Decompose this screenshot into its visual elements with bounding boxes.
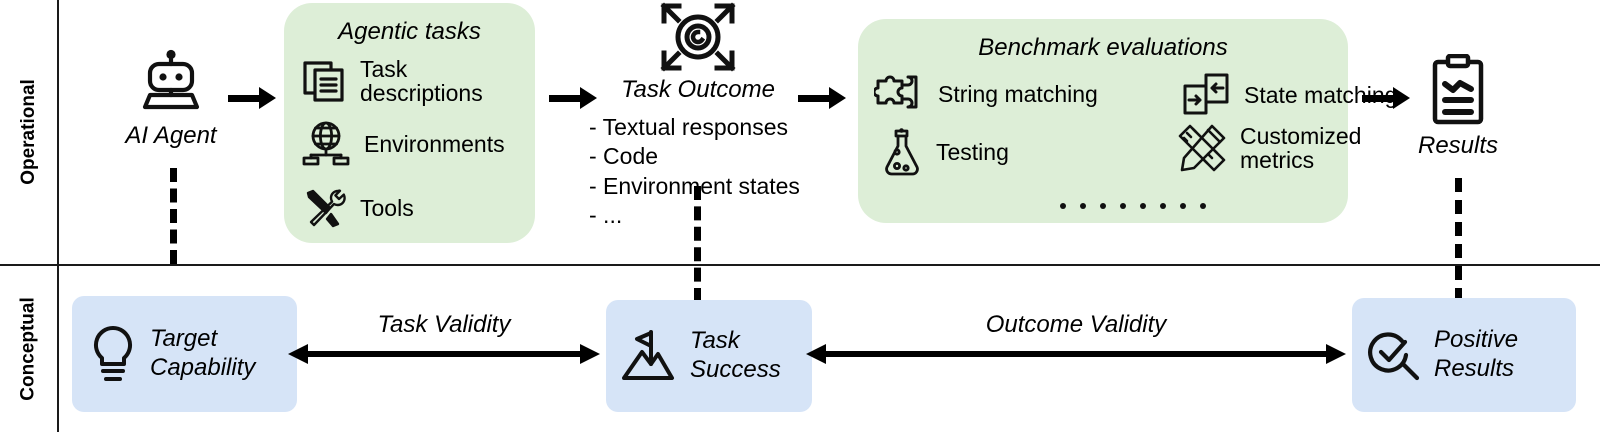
- benchmark-item-label: Testing: [936, 138, 1009, 165]
- agentic-task-label-line1: Task: [360, 56, 408, 82]
- agentic-task-label: Task descriptions: [360, 57, 483, 105]
- agentic-task-label: Tools: [360, 194, 414, 221]
- ai-agent-caption: AI Agent: [125, 122, 217, 149]
- agentic-task-item-tools: Tools: [302, 186, 414, 230]
- task-outcome-bullets: - Textual responses - Code - Environment…: [589, 113, 800, 231]
- benchmark-item-state-matching: State matching: [1182, 72, 1397, 118]
- link-outcome-validity-label: Outcome Validity: [985, 311, 1167, 338]
- benchmark-item-label: State matching: [1244, 81, 1398, 108]
- agentic-task-label: Environments: [364, 130, 505, 157]
- documents-icon: [302, 59, 346, 103]
- conceptual-node-label-line1: Task: [690, 327, 740, 355]
- benchmark-item-label: String matching: [938, 80, 1098, 107]
- link-task-validity-label: Task Validity: [377, 311, 511, 338]
- benchmark-evaluations-title: Benchmark evaluations: [978, 34, 1228, 61]
- conceptual-node-positive-results[interactable]: Positive Results: [1352, 298, 1576, 412]
- axis-horizontal-divider: [0, 264, 1600, 266]
- conceptual-node-label: Task Success: [690, 327, 781, 385]
- benchmark-item-testing: Testing: [882, 128, 1009, 176]
- row-label-conceptual-text: Conceptual: [18, 297, 40, 401]
- agentic-task-item-task-descriptions: Task descriptions: [302, 57, 483, 105]
- mountain-flag-icon: [620, 328, 676, 384]
- benchmark-item-string-matching: String matching: [874, 72, 1098, 116]
- benchmark-item-label-line1: Customized: [1240, 123, 1362, 149]
- tools-icon: [302, 186, 346, 230]
- task-outcome-bullet: - ...: [589, 202, 623, 229]
- flask-icon: [882, 128, 922, 176]
- target-expand-icon: [659, 2, 737, 72]
- conceptual-node-label-line1: Positive: [1434, 326, 1519, 354]
- puzzle-icon: [874, 72, 924, 116]
- task-outcome-caption: Task Outcome: [621, 76, 775, 103]
- dashed-connector-agent: [170, 168, 177, 264]
- benchmark-more-indicator: [1060, 203, 1206, 209]
- row-label-conceptual: Conceptual: [0, 266, 58, 432]
- row-label-operational: Operational: [0, 0, 58, 264]
- clipboard-report-icon: [1428, 54, 1488, 126]
- conceptual-node-task-success[interactable]: Task Success: [606, 300, 812, 412]
- conceptual-node-label-line2: Capability: [150, 354, 256, 381]
- task-outcome-bullet: - Code: [589, 143, 659, 170]
- ruler-pencil-icon: [1178, 124, 1226, 172]
- dashed-connector-results: [1455, 178, 1462, 302]
- benchmark-item-label: Customized metrics: [1240, 124, 1361, 172]
- link-outcome-validity: [806, 344, 1346, 364]
- link-task-validity: [288, 344, 600, 364]
- axis-vertical-divider: [57, 0, 59, 432]
- conceptual-node-label-line1: Target: [150, 325, 218, 353]
- conceptual-node-label-line2: Results: [1434, 355, 1515, 382]
- agentic-task-item-environments: Environments: [302, 121, 505, 167]
- row-label-operational-text: Operational: [18, 79, 40, 185]
- arrow-agent-to-tasks: [228, 87, 276, 109]
- arrow-tasks-to-outcome: [549, 87, 597, 109]
- agentic-tasks-title: Agentic tasks: [338, 18, 481, 45]
- arrow-benchmark-to-results: [1362, 87, 1410, 109]
- task-outcome-bullet: - Textual responses: [589, 114, 789, 140]
- conceptual-node-label-line2: Success: [690, 356, 781, 383]
- lightbulb-icon: [90, 325, 136, 383]
- results-caption: Results: [1417, 132, 1499, 159]
- state-transfer-icon: [1182, 72, 1230, 118]
- arrow-outcome-to-benchmark: [798, 87, 846, 109]
- dashed-connector-outcome: [694, 186, 701, 302]
- conceptual-node-label: Target Capability: [150, 325, 255, 383]
- globe-network-icon: [302, 121, 350, 167]
- magnifier-check-icon: [1366, 327, 1422, 383]
- conceptual-node-label: Positive Results: [1434, 326, 1518, 384]
- benchmark-evaluations-panel: [858, 19, 1348, 223]
- conceptual-node-target-capability[interactable]: Target Capability: [72, 296, 297, 412]
- benchmark-item-customized-metrics: Customized metrics: [1178, 124, 1361, 172]
- agentic-task-label-line2: descriptions: [360, 80, 483, 107]
- benchmark-item-label-line2: metrics: [1240, 147, 1315, 174]
- robot-icon: [132, 48, 210, 110]
